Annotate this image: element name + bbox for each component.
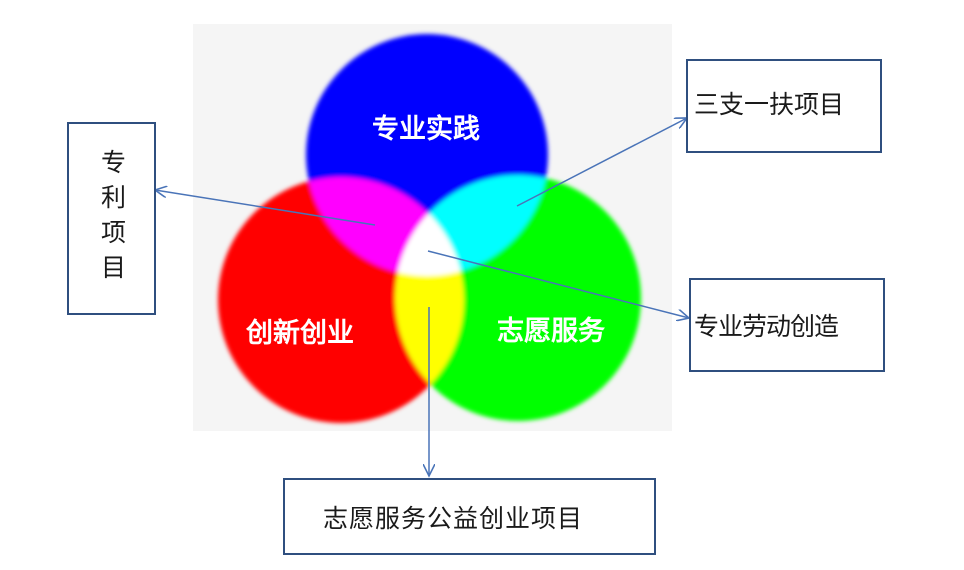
- box-labor-creation: 专业劳动创造: [689, 278, 885, 372]
- box-patent-text: 专利项目: [97, 148, 127, 289]
- circle-labels: 专业实践 创新创业 志愿服务: [245, 113, 605, 349]
- label-left: 创新创业: [245, 317, 354, 349]
- label-top: 专业实践: [372, 113, 480, 145]
- box-labor-creation-text: 专业劳动创造: [694, 312, 839, 341]
- box-three-support-project: 三支一扶项目: [686, 59, 882, 153]
- box-three-support-text: 三支一扶项目: [694, 90, 845, 119]
- overlap-top-left: [306, 177, 464, 276]
- overlap-top-right-fill: [395, 175, 548, 276]
- arrow-to-three-support: [516, 118, 687, 207]
- overlap-top-right: [395, 175, 548, 276]
- venn-circles: [218, 34, 641, 423]
- box-patent-project: 专利项目: [67, 122, 156, 315]
- arrows: [155, 118, 689, 476]
- arrow-to-patent: [155, 190, 376, 226]
- arrow-to-labor: [427, 250, 689, 318]
- box-volunteer-venture-text: 志愿服务公益创业项目: [323, 503, 584, 533]
- box-volunteer-venture-project: 志愿服务公益创业项目: [283, 478, 656, 555]
- label-right: 志愿服务: [497, 316, 605, 347]
- overlap-top-left-fill: [306, 177, 464, 276]
